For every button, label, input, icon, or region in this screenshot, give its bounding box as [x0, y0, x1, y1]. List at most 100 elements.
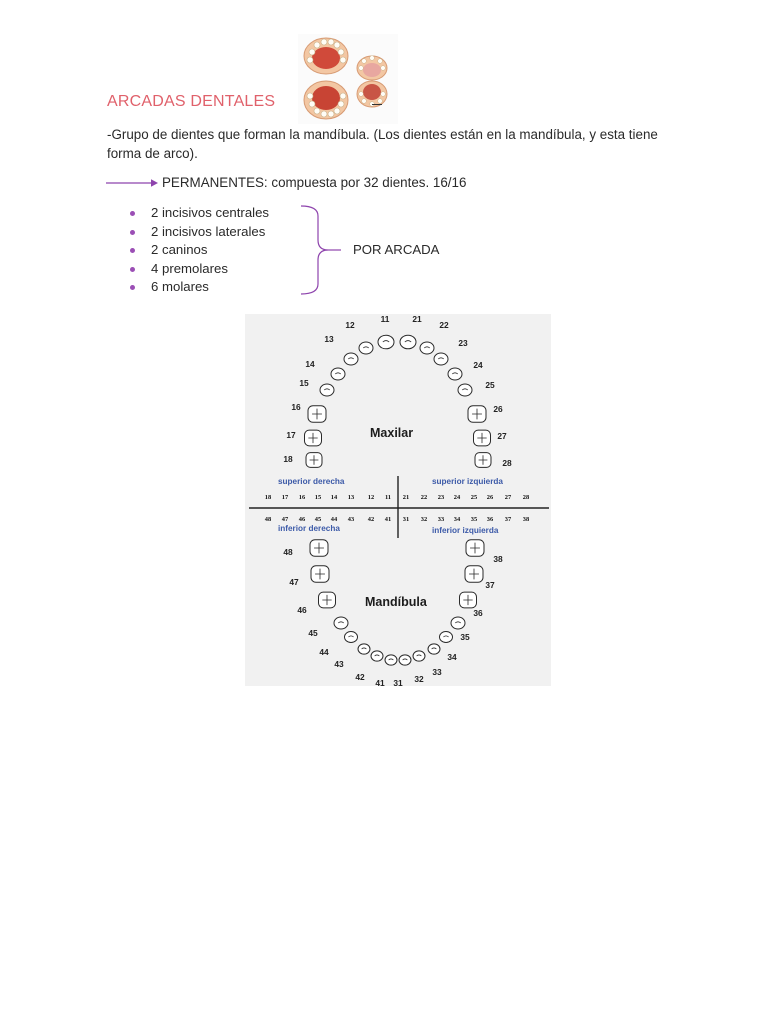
tooth-number-43: 43 — [334, 659, 344, 669]
tooth-31 — [398, 654, 412, 666]
tooth-47 — [310, 565, 330, 583]
tooth-number-36: 36 — [473, 608, 483, 618]
lower-row-number-48: 48 — [265, 516, 271, 523]
tooth-number-22: 22 — [439, 320, 449, 330]
upper-arch — [304, 334, 492, 468]
title-underscore — [372, 104, 382, 106]
upper-row-number-14: 14 — [331, 494, 338, 501]
quadrant-label-lower-left: inferior izquierda — [432, 526, 499, 535]
tooth-number-31: 31 — [393, 678, 403, 686]
tooth-number-42: 42 — [355, 672, 365, 682]
document-title: ARCADAS DENTALES — [107, 93, 276, 110]
quadrant-label-upper-right: superior derecha — [278, 477, 345, 486]
tooth-24 — [447, 367, 463, 381]
quadrant-label-lower-right: inferior derecha — [278, 524, 340, 533]
upper-row-number-12: 12 — [368, 494, 374, 501]
bullet-icon — [130, 248, 135, 254]
tooth-number-33: 33 — [432, 667, 442, 677]
tooth-number-47: 47 — [289, 577, 299, 587]
upper-row-number-27: 27 — [505, 494, 512, 501]
tooth-number-27: 27 — [497, 431, 507, 441]
tooth-48 — [309, 539, 329, 557]
tooth-32 — [412, 650, 426, 662]
per-arch-label: POR ARCADA — [353, 242, 440, 257]
tooth-number-21: 21 — [412, 314, 422, 324]
tooth-number-34: 34 — [447, 652, 457, 662]
lower-row-number-34: 34 — [454, 516, 461, 523]
curly-brace-icon — [300, 205, 341, 295]
list-item: 2 incisivos centrales — [130, 204, 269, 223]
tooth-number-18: 18 — [283, 454, 293, 464]
bullet-icon — [130, 266, 135, 272]
quadrant-label-upper-left: superior izquierda — [432, 477, 503, 486]
mouth-illustration-icon — [298, 34, 398, 124]
upper-row-number-13: 13 — [348, 494, 354, 501]
tooth-number-48: 48 — [283, 547, 293, 557]
lower-row-number-41: 41 — [385, 516, 391, 523]
list-item: 2 caninos — [130, 241, 269, 260]
permanent-teeth-line: PERMANENTES: compuesta por 32 dientes. 1… — [162, 175, 467, 190]
tooth-33 — [427, 643, 441, 655]
bullet-icon — [130, 211, 135, 216]
tooth-18 — [305, 452, 323, 468]
mandible-label: Mandíbula — [365, 595, 428, 609]
tooth-number-45: 45 — [308, 628, 318, 638]
lower-row-number-47: 47 — [282, 516, 289, 523]
upper-row-number-28: 28 — [523, 494, 529, 501]
lower-row-number-43: 43 — [348, 516, 354, 523]
tooth-number-46: 46 — [297, 605, 307, 615]
upper-row-number-24: 24 — [454, 494, 461, 501]
tooth-number-11: 11 — [381, 314, 390, 324]
list-item-label: 4 premolares — [151, 260, 228, 276]
maxilla-label: Maxilar — [370, 426, 413, 440]
upper-row-number-25: 25 — [471, 494, 477, 501]
lower-arch — [309, 539, 485, 666]
lower-row-number-46: 46 — [299, 516, 306, 523]
tooth-42 — [370, 650, 384, 662]
tooth-44 — [344, 630, 358, 644]
upper-row-number-23: 23 — [438, 494, 444, 501]
tooth-13 — [343, 352, 359, 366]
tooth-37 — [464, 565, 484, 583]
teeth-list: 2 incisivos centrales 2 incisivos latera… — [130, 204, 269, 297]
lower-row-number-42: 42 — [368, 516, 374, 523]
tooth-12 — [358, 341, 374, 355]
tooth-number-12: 12 — [345, 320, 355, 330]
bullet-icon — [130, 229, 135, 235]
bullet-icon — [130, 285, 135, 291]
lower-row-number-31: 31 — [403, 516, 409, 523]
tooth-35 — [450, 616, 466, 630]
lower-row-number-38: 38 — [523, 516, 529, 523]
upper-row-number-26: 26 — [487, 494, 494, 501]
tooth-number-41: 41 — [375, 678, 385, 686]
upper-row-number-17: 17 — [282, 494, 289, 501]
tooth-27 — [473, 429, 491, 447]
lower-row-number-45: 45 — [315, 516, 321, 523]
list-item: 2 incisivos laterales — [130, 223, 269, 242]
tooth-number-24: 24 — [473, 360, 483, 370]
tooth-number-37: 37 — [485, 580, 495, 590]
tooth-number-23: 23 — [458, 338, 468, 348]
tooth-number-44: 44 — [319, 647, 329, 657]
list-item-label: 6 molares — [151, 279, 209, 295]
lower-row-number-36: 36 — [487, 516, 494, 523]
tooth-11 — [377, 334, 395, 350]
list-item-label: 2 incisivos laterales — [151, 223, 266, 239]
tooth-number-26: 26 — [493, 404, 503, 414]
list-item: 6 molares — [130, 278, 269, 297]
tooth-number-25: 25 — [485, 380, 495, 390]
upper-row-number-16: 16 — [299, 494, 306, 501]
tooth-21 — [399, 334, 417, 350]
lower-row-number-35: 35 — [471, 516, 477, 523]
lower-row-number-33: 33 — [438, 516, 444, 523]
upper-row-number-15: 15 — [315, 494, 321, 501]
tooth-number-15: 15 — [299, 378, 309, 388]
tooth-36 — [459, 591, 477, 609]
tooth-number-17: 17 — [286, 430, 296, 440]
upper-row-number-22: 22 — [421, 494, 427, 501]
